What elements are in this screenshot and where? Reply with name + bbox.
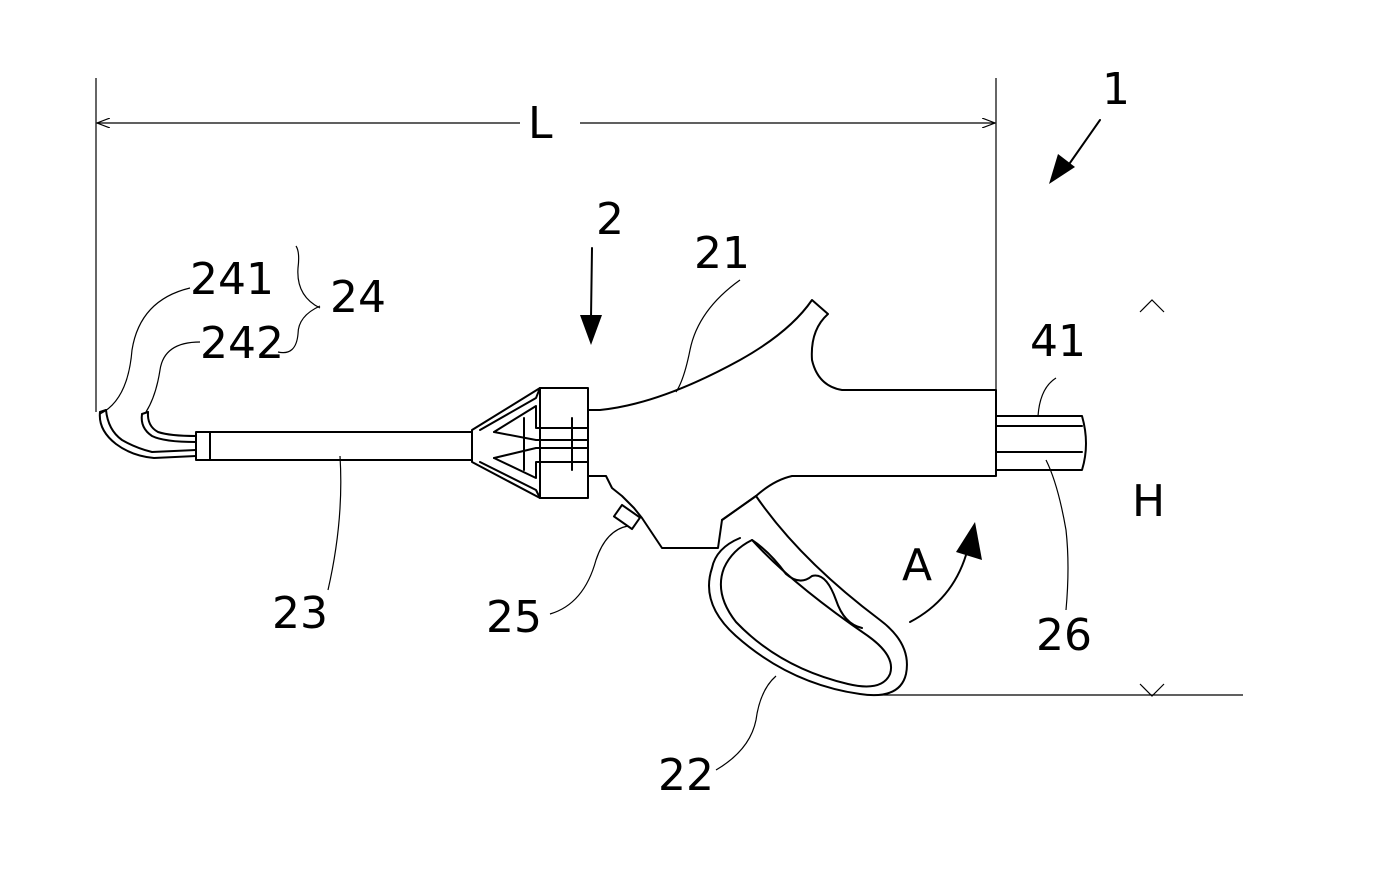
trigger xyxy=(709,496,907,695)
label-tip-jaw-a: 241 xyxy=(190,254,274,305)
label-tip-jaw-b: 242 xyxy=(200,318,284,369)
label-trigger: 22 xyxy=(658,750,714,801)
shaft xyxy=(210,432,472,460)
cable xyxy=(996,416,1086,470)
nose-cone xyxy=(472,388,588,498)
label-housing: 21 xyxy=(694,228,750,279)
housing xyxy=(588,300,996,548)
label-shaft: 23 xyxy=(272,588,328,639)
connector xyxy=(614,505,640,529)
label-handpiece: 2 xyxy=(596,194,624,245)
label-connector: 25 xyxy=(486,592,542,643)
label-cable: 26 xyxy=(1036,610,1092,661)
label-height: H xyxy=(1132,476,1165,527)
label-tip: 24 xyxy=(330,272,386,323)
device-arrow xyxy=(1049,120,1100,184)
handpiece-arrow xyxy=(580,248,602,345)
label-device: 1 xyxy=(1102,64,1130,115)
label-cable-sheath: 41 xyxy=(1030,316,1086,367)
label-rotation: A xyxy=(902,540,932,591)
label-length: L xyxy=(528,98,553,149)
tip xyxy=(100,410,210,460)
